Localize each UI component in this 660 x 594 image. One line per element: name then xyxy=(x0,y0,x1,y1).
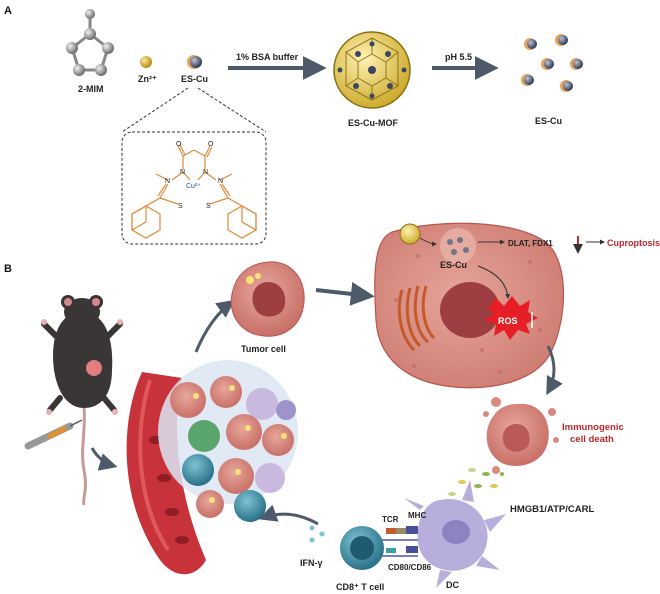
arrow-injection xyxy=(90,447,118,471)
label-bsa-buffer: 1% BSA buffer xyxy=(236,52,299,62)
damp-particles-icon xyxy=(448,468,504,498)
atom-n-4: N xyxy=(218,178,223,185)
es-cu-chemical-structure xyxy=(131,144,257,239)
arrow-to-tumor-cell xyxy=(194,299,235,353)
label-ph: pH 5.5 xyxy=(445,52,472,62)
tumor-on-mouse-icon xyxy=(86,360,102,376)
label-mhc: MHC xyxy=(408,511,426,520)
zoom-line-left xyxy=(121,87,189,133)
label-cell-death: cell death xyxy=(570,434,614,445)
arrow-mof-release xyxy=(419,237,437,247)
panel-label-b: B xyxy=(4,263,12,275)
panel-label-a: A xyxy=(4,5,12,17)
arrow-to-icd xyxy=(546,345,563,396)
arrow-to-large-cell xyxy=(315,281,375,306)
zinc-ion-icon xyxy=(140,56,152,68)
atom-o-left: O xyxy=(176,141,182,148)
mof-in-cell-icon xyxy=(399,223,421,245)
label-ifn-gamma: IFN-γ xyxy=(300,558,323,568)
ros-burst-icon xyxy=(484,296,538,340)
label-dlat-fdx1: DLAT, FDX1 xyxy=(508,239,553,248)
label-zn: Zn²⁺ xyxy=(138,74,157,84)
blood-vessel-icon xyxy=(126,372,206,575)
atom-s-right: S xyxy=(206,203,211,210)
atom-o-right: O xyxy=(208,141,214,148)
label-es-cu-mof: ES-Cu-MOF xyxy=(348,118,398,128)
atom-cu: Cu²⁺ xyxy=(186,183,201,190)
atom-n-1: N xyxy=(165,178,170,185)
atom-n-2: N xyxy=(180,169,185,176)
label-tumor-cell: Tumor cell xyxy=(241,344,286,354)
label-2-mim: 2-MIM xyxy=(78,84,104,94)
dendritic-cell-icon xyxy=(404,480,506,588)
arrow-to-ros xyxy=(477,265,511,299)
syringe-icon xyxy=(24,419,83,450)
arrow-back-to-tumor xyxy=(258,504,319,526)
label-immunogenic: Immunogenic xyxy=(562,422,624,433)
label-damps: HMGB1/ATP/CARL xyxy=(510,504,594,515)
label-cd80-cd86: CD80/CD86 xyxy=(388,563,432,572)
label-dc: DC xyxy=(446,580,459,590)
label-ros: ROS xyxy=(498,316,518,326)
label-es-cu-cell: ES-Cu xyxy=(440,260,467,270)
2-mim-molecule-icon xyxy=(66,9,114,76)
receptor-complex-icon xyxy=(378,526,418,557)
label-cuproptosis: Cuproptosis xyxy=(607,238,660,248)
es-cu-particle-icon xyxy=(187,55,202,69)
cd8-t-cell-icon xyxy=(340,526,384,570)
es-cu-mof-icon xyxy=(333,31,411,109)
tumor-microenvironment-icon xyxy=(158,360,298,522)
es-cu-vesicle-icon xyxy=(440,228,476,264)
ifn-gamma-particles-icon xyxy=(309,525,325,543)
label-cd8-t-cell: CD8⁺ T cell xyxy=(336,582,384,592)
released-es-cu-icon xyxy=(521,34,583,92)
atom-n-3: N xyxy=(203,169,208,176)
dying-cell-icon xyxy=(483,397,559,474)
atom-s-left: S xyxy=(178,203,183,210)
tumor-cell-icon xyxy=(230,261,305,337)
structure-box xyxy=(121,131,267,245)
zoom-line-right xyxy=(197,87,267,133)
label-es-cu: ES-Cu xyxy=(181,74,208,84)
mouse-icon xyxy=(41,295,123,506)
label-tcr: TCR xyxy=(382,515,399,524)
label-es-cu-released: ES-Cu xyxy=(535,116,562,126)
large-tumor-cell-icon xyxy=(374,222,564,389)
